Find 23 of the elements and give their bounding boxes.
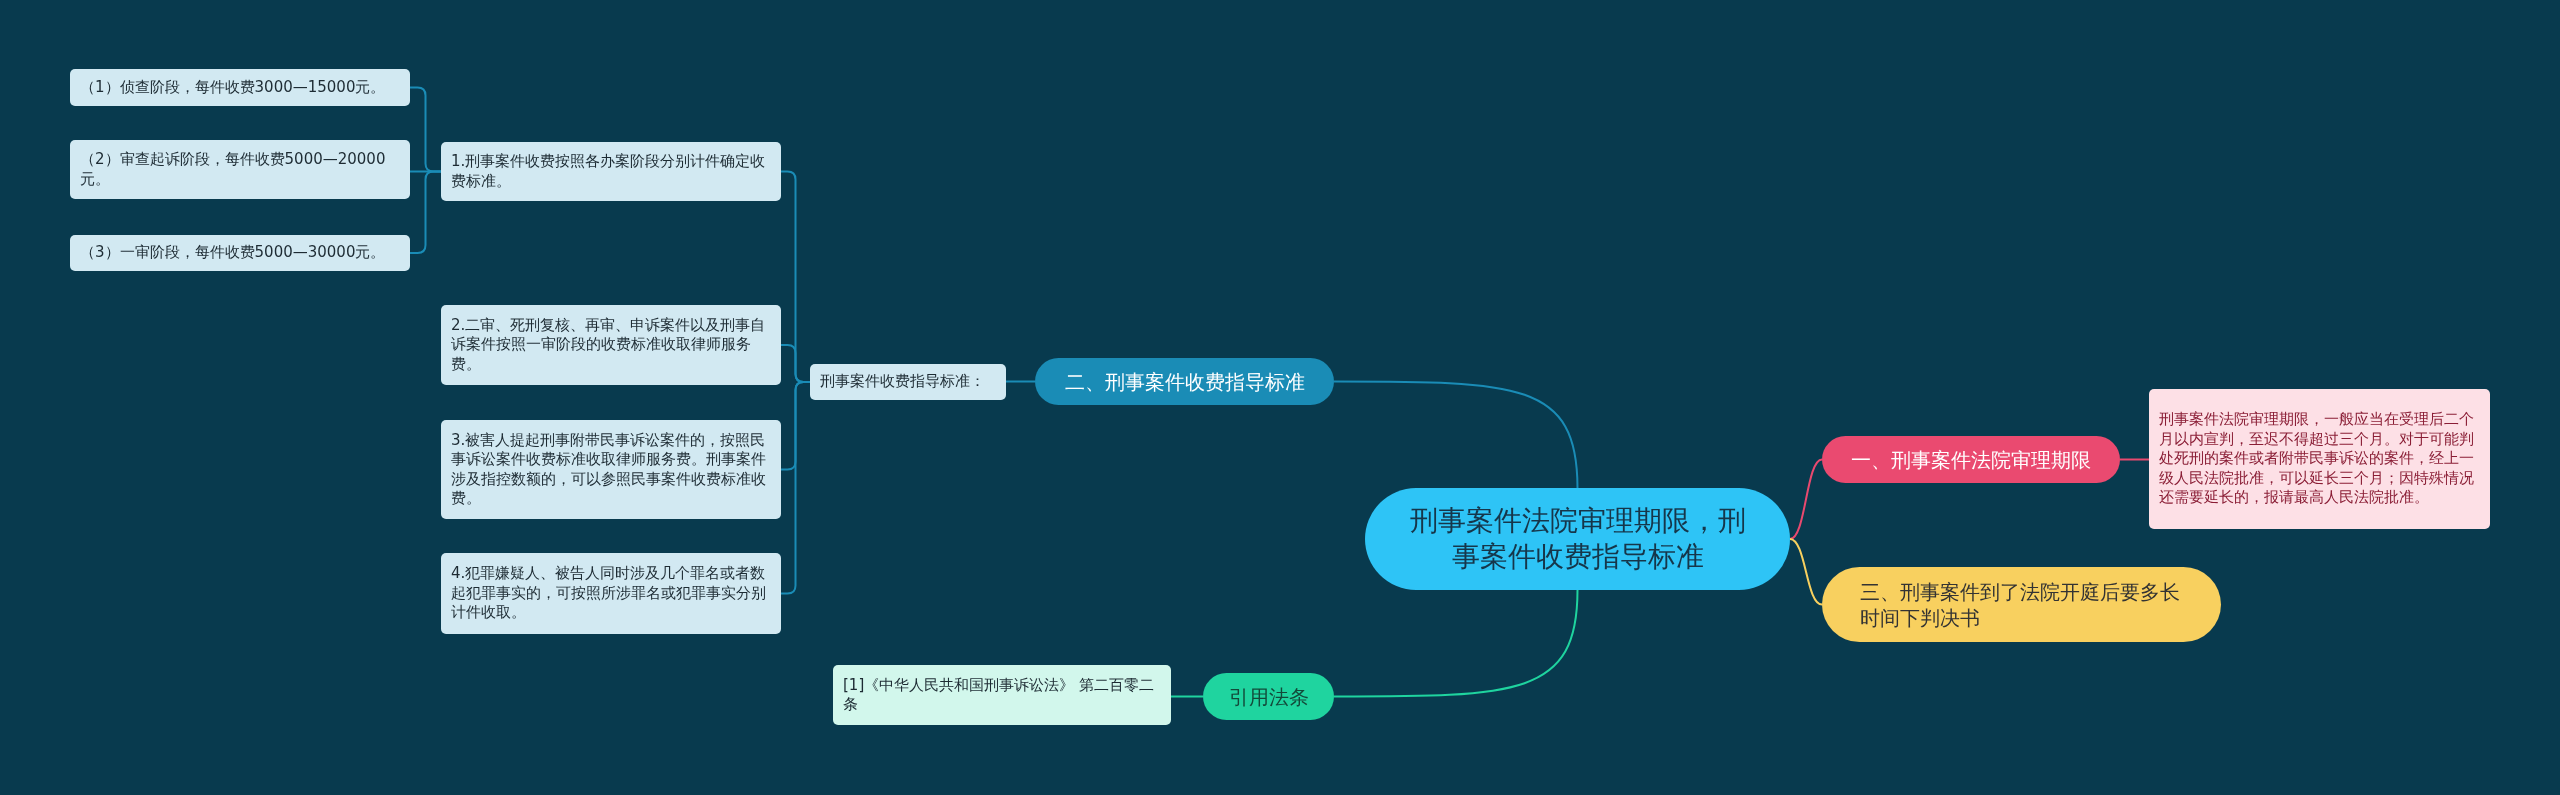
note-box: 4.犯罪嫌疑人、被告人同时涉及几个罪名或者数起犯罪事实的，可按照所涉罪名或犯罪事实分别计件收取。 (441, 553, 781, 634)
note-box: （3）一审阶段，每件收费5000—30000元。 (70, 235, 410, 271)
topic-pill: 三、刑事案件到了法院开庭后要多长时间下判决书 (1822, 567, 2221, 642)
note-box: [1]《中华人民共和国刑事诉讼法》 第二百零二条 (833, 665, 1171, 725)
connector (1005, 380, 1036, 383)
connector (1789, 538, 1823, 606)
topic-pill: 引用法条 (1203, 673, 1334, 720)
connector (1789, 458, 1823, 540)
note-box: 刑事案件法院审理期限，一般应当在受理后二个月以内宣判，至迟不得超过三个月。对于可能判处死刑的案件或者附带民事诉讼的案件，经上一级人民法院批准，可以延长三个月；因特殊情况还需要延长的，报请最高人民法院批准。 (2149, 389, 2490, 529)
note-box: （2）审查起诉阶段，每件收费5000—20000元。 (70, 140, 410, 199)
topic-pill: 二、刑事案件收费指导标准 (1035, 358, 1334, 405)
connector (2119, 458, 2150, 461)
note-box: 2.二审、死刑复核、再审、申诉案件以及刑事自诉案件按照一审阶段的收费标准收取律师服务费。 (441, 305, 781, 385)
central-topic: 刑事案件法院审理期限，刑事案件收费指导标准 (1365, 488, 1790, 590)
note-box: 1.刑事案件收费按照各办案阶段分别计件确定收费标准。 (441, 142, 781, 201)
note-box: 3.被害人提起刑事附带民事诉讼案件的，按照民事诉讼案件收费标准收取律师服务费。刑事案件涉及指控数额的，可以参照民事案件收费标准收费。 (441, 420, 781, 519)
topic-pill: 一、刑事案件法院审理期限 (1822, 436, 2120, 483)
connector (409, 170, 442, 254)
connector (1170, 695, 1204, 698)
connector (1333, 589, 1579, 698)
note-box: 刑事案件收费指导标准： (810, 364, 1006, 400)
note-box: （1）侦查阶段，每件收费3000—15000元。 (70, 69, 410, 106)
connector (1333, 380, 1579, 489)
